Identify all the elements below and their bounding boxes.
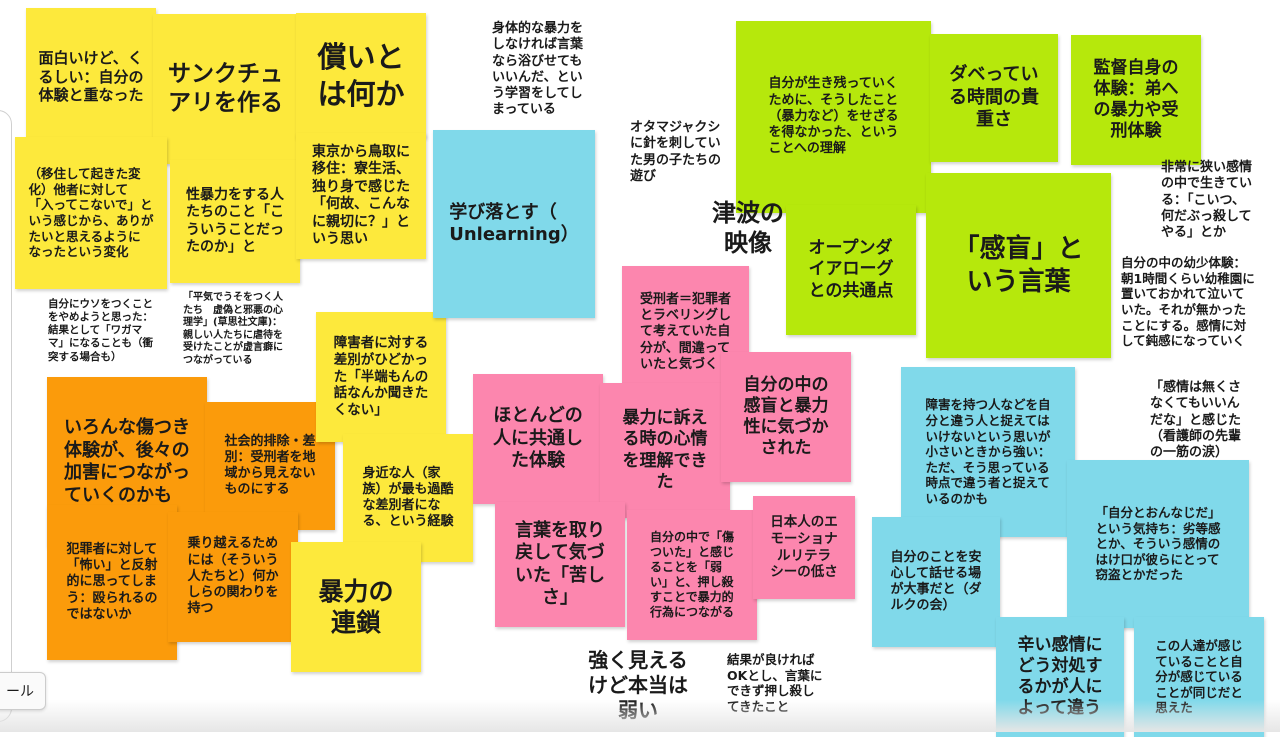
sticky-note[interactable]: 受刑者＝犯罪者 とラベリングし て考えていた自 分が、間違って いたと気づく <box>622 266 749 399</box>
sticky-note[interactable]: 日本人のエ モーショナ ルリテラ シーの低さ <box>753 496 855 599</box>
sticky-note[interactable]: ダベってい る時間の貴 重さ <box>930 34 1058 162</box>
sticky-note[interactable]: （移住して起きた変 化）他者に対して 「入ってこないで」と いう感じから、ありが… <box>15 137 167 289</box>
text-note: 自分にウソをつくこと をやめようと思った： 結果として「ワガマ マ」になることも… <box>48 298 153 363</box>
sticky-note[interactable]: 暴力の 連鎖 <box>291 542 421 672</box>
sticky-note[interactable]: 「感盲」と いう言葉 <box>926 173 1111 358</box>
sticky-note[interactable]: ほとんどの 人に共通し た体験 <box>473 374 603 504</box>
sticky-note[interactable]: 監督自身の 体験：弟へ の暴力や受 刑体験 <box>1071 35 1201 165</box>
text-note: 強く見える けど本当は 弱い <box>588 648 688 722</box>
sticky-note[interactable]: 犯罪者に対して 「怖い」と反射 的に思ってしま う：殴られるの ではないか <box>47 505 177 660</box>
sticky-note[interactable]: 社会的排除・差 別：受刑者を地 域から見えない ものにする <box>205 402 335 530</box>
text-note: 結果が良ければ OKとし、言葉に できず押し殺し てきたこと <box>727 652 823 714</box>
text-note: オタマジャクシ に針を刺してい た男の子たちの 遊び <box>630 120 722 184</box>
sticky-note[interactable]: サンクチュ アリを作る <box>153 14 298 164</box>
sticky-note[interactable]: 暴力に訴え る時の心情 を理解でき た <box>600 383 730 518</box>
sticky-note[interactable]: 障害者に対する 差別がひどかっ た「半端もんの 話なんか聞きた くない」 <box>316 312 446 442</box>
sticky-note[interactable]: 「自分とおんなじだ」 という気持ち：劣等感 とか、そういう感情の はけ口が彼らに… <box>1067 460 1249 628</box>
sticky-note[interactable]: 自分のことを安 心して話せる場 が大事だと（ダ ルクの会） <box>872 517 1000 647</box>
sticky-note[interactable]: 言葉を取り 戻して気づ いた「苦し さ」 <box>495 502 625 627</box>
text-note: 身体的な暴力を しなければ言葉 なら浴びせても いいんだ、とい う学習をしてし … <box>492 21 584 118</box>
sticky-note[interactable]: 東京から鳥取に 移住：寮生活、 独り身で感じた 「何故、こんな に親切に？」と … <box>296 133 426 259</box>
sticky-note[interactable]: 学び落とす（ Unlearning） <box>433 130 595 318</box>
sticky-note[interactable]: この人達が感じ ていることと自 分が感じている ことが同じだと 思えた <box>1134 617 1264 737</box>
tooltip[interactable]: ール <box>0 672 46 710</box>
sticky-note[interactable]: 償いと は何か <box>296 13 426 138</box>
sticky-note[interactable]: 面白いけど、く るしい：自分の 体験と重なった <box>26 8 156 146</box>
text-note: 非常に狭い感情 の中で生きてい る：「こいつ、 何だぶっ殺して やる」とか <box>1161 160 1253 240</box>
sticky-note[interactable]: 乗り越えるため には（そういう 人たちと）何か しらの関わりを 持つ <box>168 512 298 642</box>
text-note: 自分の中の幼少体験： 朝1時間くらい幼稚園に 置いておかれて泣いて いた。それが… <box>1121 255 1255 349</box>
sticky-note[interactable]: 自分の中で「傷 ついた」と感じ ることを「弱 い」と、押し殺 すことで暴力的 行… <box>627 510 757 640</box>
sticky-note[interactable]: 自分の中の 感盲と暴力 性に気づか された <box>721 352 851 482</box>
sticky-note[interactable]: 性暴力をする人 たちのこと「こ ういうことだっ たのか」と <box>170 160 300 283</box>
sticky-note[interactable]: 障害を持つ人などを自 分と違う人と捉えては いけないという思いが 小さいときから… <box>901 367 1075 537</box>
sticky-note[interactable]: 自分が生き残っていく ために、そうしたこと （暴力など）をせざる を得なかった、… <box>736 21 931 213</box>
text-note: 「感情は無くさ なくてもいいん だな」と感じた （看護師の先輩 の一筋の涙） <box>1150 380 1242 460</box>
sticky-note[interactable]: 辛い感情に どう対処す るかが人に よって違う <box>996 617 1124 737</box>
sticky-note[interactable]: 身近な人（家 族）が最も過酷 な差別者にな る、という経験 <box>343 434 473 562</box>
text-note: 津波の 映像 <box>712 199 784 257</box>
text-note: 「平気でうそをつく人 たち 虚偽と邪悪の心 理学」(草思社文庫)： 親しい人たち… <box>183 292 283 366</box>
side-panel <box>0 110 12 722</box>
sticky-note[interactable]: オープンダ イアローグ との共通点 <box>786 205 916 335</box>
